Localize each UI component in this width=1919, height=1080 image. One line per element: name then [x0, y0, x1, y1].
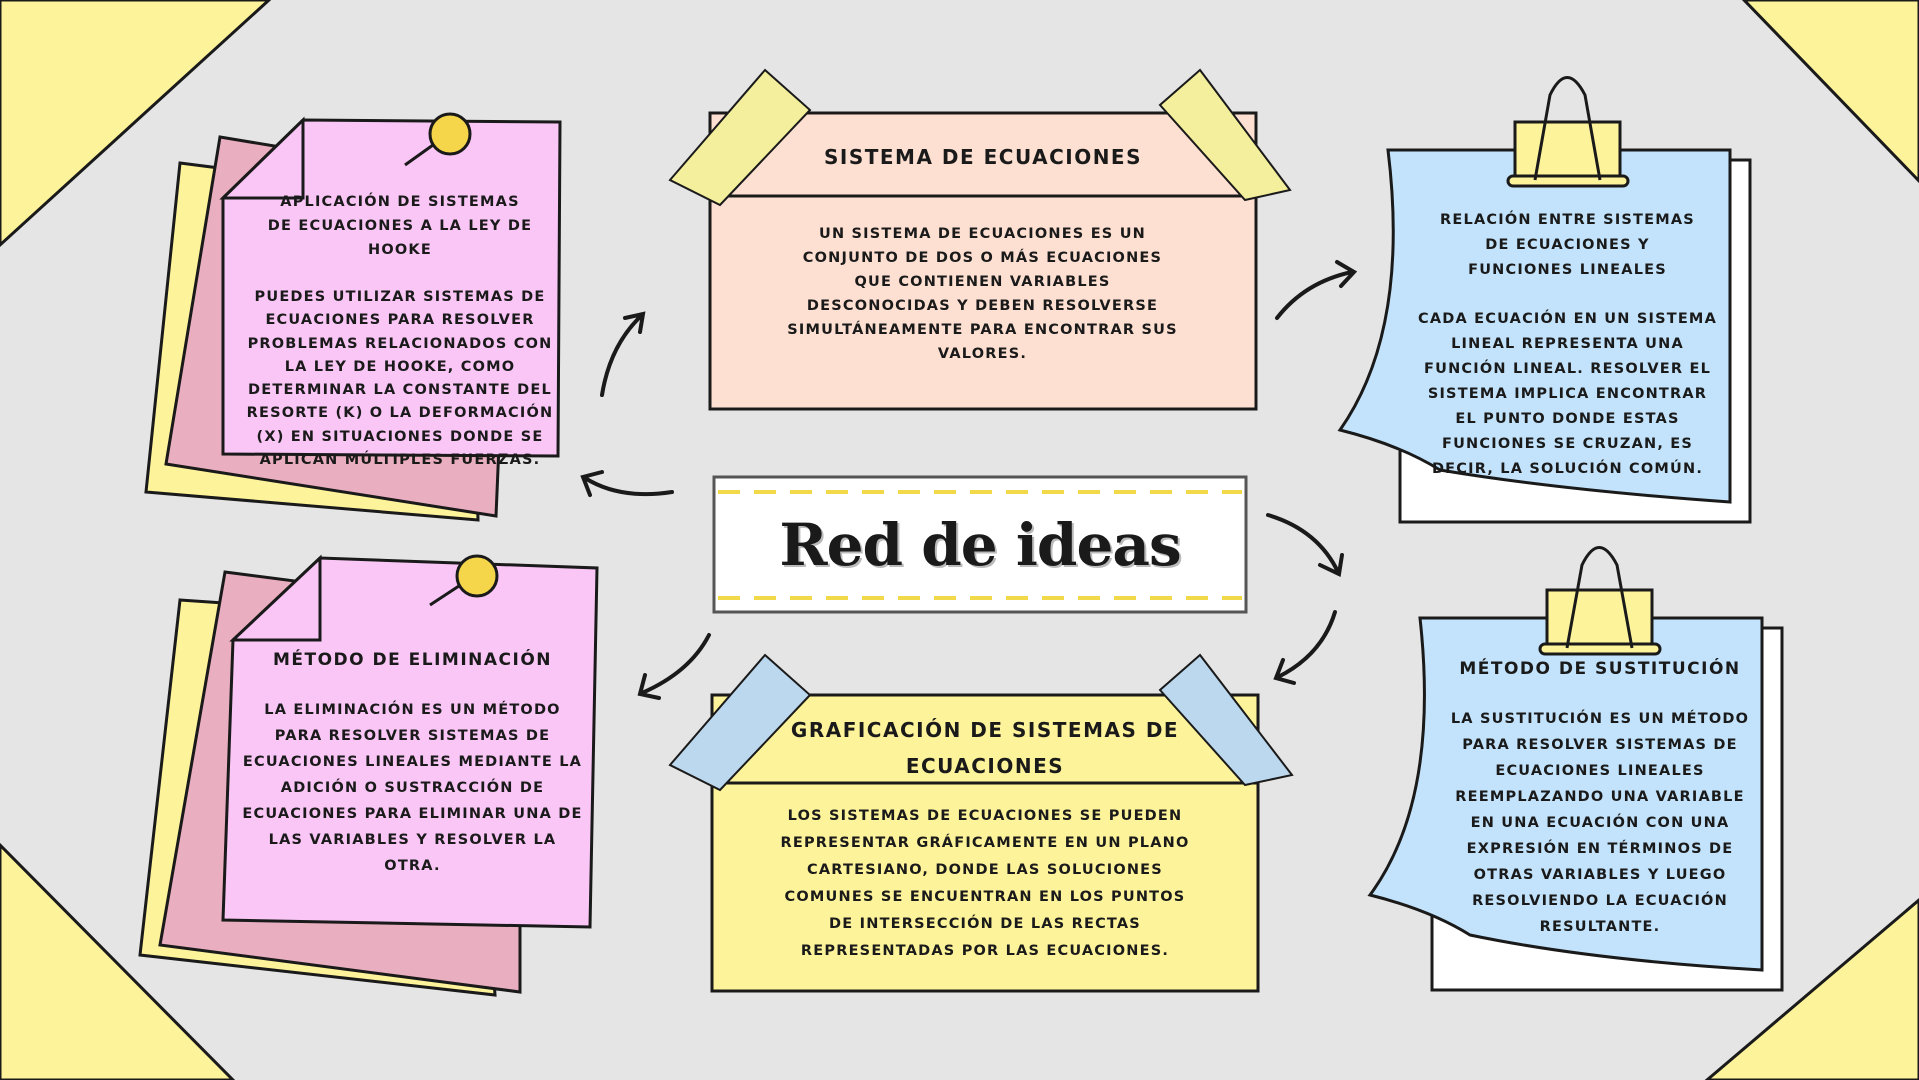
- tape-icon: [1158, 653, 1294, 787]
- title-box: [712, 475, 1248, 614]
- arrow-icon: [637, 633, 711, 700]
- folded-corner: [229, 554, 322, 642]
- corner-triangle-bottom-left: [0, 842, 236, 1080]
- peach-box: [708, 111, 1258, 411]
- page-title: Red de ideas: [779, 510, 1181, 579]
- corner-triangle-bottom-right: [1704, 898, 1919, 1080]
- binder-clip-icon: [1506, 76, 1630, 188]
- top-right-body: CADA ECUACIÓN EN UN SISTEMA LINEAL REPRE…: [1418, 311, 1717, 477]
- yellow-box: [710, 693, 1260, 993]
- tape-icon: [668, 68, 812, 207]
- bottom-left-note: MÉTODO DE ELIMINACIÓN LA ELIMINACIÓN ES …: [240, 648, 585, 879]
- folded-corner: [219, 116, 305, 200]
- connector-arrows: [580, 260, 1358, 700]
- bottom-right-body: LA SUSTITUCIÓN ES UN MÉTODO PARA RESOLVE…: [1450, 711, 1750, 935]
- bottom-right-note: MÉTODO DE SUSTITUCIÓN LA SUSTITUCIÓN ES …: [1440, 657, 1760, 940]
- corner-triangle-top-left: [0, 0, 272, 248]
- bottom-center-body: LOS SISTEMAS DE ECUACIONES SE PUEDEN REP…: [780, 808, 1190, 959]
- corner-triangle-top-right: [1741, 0, 1919, 184]
- pushpin-icon: [429, 554, 499, 607]
- top-left-note: APLICACIÓN DE SISTEMAS DE ECUACIONES A L…: [240, 190, 560, 472]
- arrow-icon: [1273, 610, 1337, 685]
- arrow-icon: [1266, 513, 1344, 577]
- blue-note: [1337, 148, 1732, 504]
- top-right-note: RELACIÓN ENTRE SISTEMAS DE ECUACIONES Y …: [1415, 208, 1720, 482]
- top-left-heading: APLICACIÓN DE SISTEMAS DE ECUACIONES A L…: [267, 194, 533, 258]
- arrow-icon: [580, 470, 674, 497]
- top-left-body: PUEDES UTILIZAR SISTEMAS DE ECUACIONES P…: [246, 289, 554, 469]
- pushpin-icon: [404, 112, 472, 167]
- title-container: Red de ideas: [714, 477, 1246, 612]
- tape-icon: [668, 653, 812, 792]
- bottom-right-heading: MÉTODO DE SUSTITUCIÓN: [1459, 659, 1741, 679]
- top-center-heading: SISTEMA DE ECUACIONES: [824, 145, 1142, 169]
- binder-clip-icon: [1538, 546, 1662, 656]
- arrow-icon: [1275, 260, 1358, 320]
- arrow-icon: [600, 311, 646, 397]
- bottom-left-heading: MÉTODO DE ELIMINACIÓN: [272, 650, 553, 670]
- tape-icon: [1158, 68, 1292, 202]
- bottom-left-body: LA ELIMINACIÓN ES UN MÉTODO PARA RESOLVE…: [242, 702, 583, 874]
- top-right-heading: RELACIÓN ENTRE SISTEMAS DE ECUACIONES Y …: [1440, 212, 1695, 278]
- top-center-body: UN SISTEMA DE ECUACIONES ES UN CONJUNTO …: [787, 226, 1178, 362]
- blue-note: [1367, 616, 1764, 972]
- bottom-center-heading: GRAFICACIÓN DE SISTEMAS DE ECUACIONES: [790, 718, 1180, 778]
